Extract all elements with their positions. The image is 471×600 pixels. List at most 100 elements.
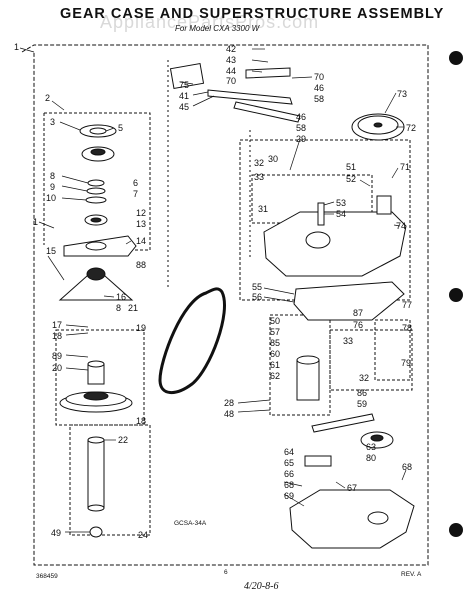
part-label-32: 32 (254, 158, 264, 168)
part-label-21: 21 (128, 303, 138, 313)
part-label-67: 67 (347, 483, 357, 493)
bearing-group-box (374, 319, 411, 381)
part-label-19: 19 (136, 323, 146, 333)
washer-10 (85, 196, 107, 204)
outer-frame (21, 44, 429, 566)
part-label-29: 29 (296, 134, 306, 144)
part-label-16: 16 (116, 292, 126, 302)
part-label-7: 7 (133, 189, 138, 199)
part-label-8: 8 (50, 171, 55, 181)
part-label-8b: 8 (116, 303, 121, 313)
part-label-80: 80 (366, 453, 376, 463)
spacer-52 (376, 195, 392, 215)
bracket-46 (233, 101, 301, 123)
part-label-9: 9 (50, 182, 55, 192)
part-label-6: 6 (133, 178, 138, 188)
part-label-85: 85 (270, 338, 280, 348)
superstructure-box (239, 139, 411, 301)
lever-group-box (329, 329, 413, 391)
gearcase-base (289, 489, 415, 549)
part-label-76: 76 (353, 320, 363, 330)
shift-lever (311, 413, 375, 433)
handwritten-note: 4/20-8-6 (244, 581, 279, 592)
nut-49 (89, 526, 103, 538)
part-label-12: 12 (136, 208, 146, 218)
part-label-61: 61 (270, 360, 280, 370)
gearcase-group-box (44, 112, 151, 251)
part-label-45: 45 (179, 102, 189, 112)
part-label-63: 63 (366, 442, 376, 452)
plunger-53 (317, 202, 325, 226)
part-label-73: 73 (397, 89, 407, 99)
lever-arm (207, 89, 293, 105)
part-label-51: 51 (346, 162, 356, 172)
part-label-3: 3 (50, 117, 55, 127)
shaft-group-box (69, 424, 151, 536)
page-title: GEAR CASE AND SUPERSTRUCTURE ASSEMBLY (60, 6, 445, 22)
part-label-42: 42 (226, 44, 236, 54)
part-label-20: 20 (52, 363, 62, 373)
part-label-78: 78 (402, 323, 412, 333)
part-label-57: 57 (270, 327, 280, 337)
part-label-89: 89 (52, 351, 62, 361)
part-label-53: 53 (336, 198, 346, 208)
footer-revision: REV. A (401, 571, 422, 578)
part-label-30: 30 (268, 154, 278, 164)
drawing-code: GCSA-34A (174, 520, 207, 527)
bracket-44 (245, 67, 291, 79)
part-label-33: 33 (254, 172, 264, 182)
part-label-70b: 70 (314, 72, 324, 82)
part-label-1: 1 (14, 42, 19, 52)
drive-shaft (87, 439, 105, 509)
part-label-69: 69 (284, 491, 294, 501)
part-number-labels: 1 2 3 5 6 7 8 9 10 1 12 13 14 15 88 16 8… (14, 42, 416, 540)
part-label-49: 49 (51, 528, 61, 538)
part-label-79: 79 (401, 358, 411, 368)
drive-belt (158, 287, 226, 394)
gear-housing (58, 267, 134, 301)
part-label-14: 14 (136, 236, 146, 246)
drive-gear (296, 359, 320, 401)
part-label-75: 75 (179, 80, 189, 90)
part-label-55: 55 (252, 282, 262, 292)
gear-group-box (269, 314, 331, 416)
part-label-71: 71 (400, 162, 410, 172)
part-label-58: 58 (314, 94, 324, 104)
part-label-41: 41 (179, 91, 189, 101)
part-label-5: 5 (118, 123, 123, 133)
part-label-56: 56 (252, 292, 262, 302)
part-label-18: 18 (52, 331, 62, 341)
part-label-33b: 33 (343, 336, 353, 346)
part-label-22: 22 (118, 435, 128, 445)
part-label-59: 59 (357, 399, 367, 409)
part-label-48: 48 (224, 409, 234, 419)
part-label-68b: 68 (284, 480, 294, 490)
footer-page-number: 6 (224, 569, 228, 576)
part-label-87: 87 (353, 308, 363, 318)
part-label-10: 10 (46, 193, 56, 203)
bracket-66 (304, 455, 332, 467)
footer-part-code: 368459 (36, 573, 58, 580)
part-label-28: 28 (224, 398, 234, 408)
binder-hole-bottom (449, 523, 463, 537)
brake-cam-75 (169, 62, 205, 90)
part-label-43: 43 (226, 55, 236, 65)
part-label-62: 62 (270, 371, 280, 381)
part-label-31: 31 (258, 204, 268, 214)
model-subtitle: For Model CXA 3300 W (175, 24, 260, 33)
part-label-46: 46 (314, 83, 324, 93)
part-label-54: 54 (336, 209, 346, 219)
part-label-60: 60 (270, 349, 280, 359)
part-label-74: 74 (396, 221, 406, 231)
gasket-55 (293, 281, 405, 321)
washer-9 (86, 187, 106, 195)
part-label-64: 64 (284, 447, 294, 457)
part-label-88: 88 (136, 260, 146, 270)
part-label-2: 2 (45, 93, 50, 103)
part-label-52: 52 (346, 174, 356, 184)
part-label-17: 17 (52, 320, 62, 330)
part-label-72: 72 (406, 123, 416, 133)
part-label-13: 13 (136, 219, 146, 229)
washer-8 (87, 179, 105, 187)
